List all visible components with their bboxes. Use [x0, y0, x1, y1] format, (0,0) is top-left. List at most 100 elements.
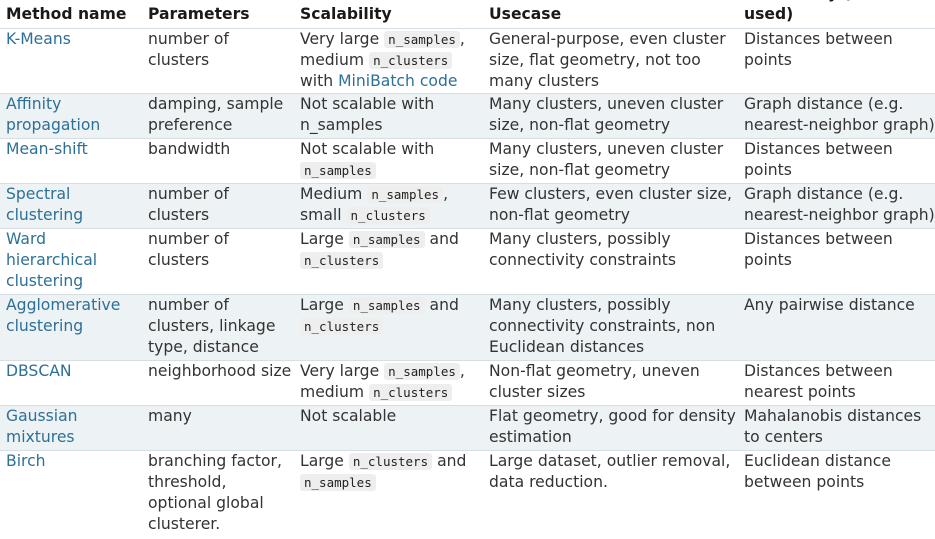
table-header-row: Method name Parameters Scalability Useca… [0, 0, 935, 28]
usecase-cell: General-purpose, even cluster size, flat… [489, 29, 726, 90]
metric-cell: Distances between points [744, 139, 893, 179]
scalability-text: Large [300, 229, 344, 248]
metric-cell: Mahalanobis distances to centers [744, 406, 922, 446]
header-parameters: Parameters [148, 5, 250, 23]
method-cell: Mean-shift [0, 138, 142, 183]
table-row: K-Means number of clusters Very large n_… [0, 28, 935, 93]
method-cell: Ward hierarchical clustering [0, 228, 142, 294]
metric-cell: Graph distance (e.g. nearest-neighbor gr… [744, 94, 935, 134]
scalability-text: Very large [300, 29, 380, 48]
table-row: Affinity propagation damping, sample pre… [0, 93, 935, 138]
scalability-cell: Large n_clusters and n_samples [294, 450, 483, 536]
code-n-clusters: n_clusters [346, 206, 430, 224]
method-cell: Affinity propagation [0, 93, 142, 138]
code-n-samples: n_samples [384, 362, 460, 380]
code-n-clusters: n_clusters [300, 251, 384, 269]
parameters-cell: number of clusters [148, 184, 229, 224]
table-row: DBSCAN neighborhood size Very large n_sa… [0, 360, 935, 405]
metric-cell: Distances between points [744, 29, 893, 69]
parameters-cell: many [148, 406, 192, 425]
method-link-affinity-propagation[interactable]: Affinity propagation [6, 94, 101, 134]
header-metric: y ( used) [738, 0, 935, 28]
method-cell: DBSCAN [0, 360, 142, 405]
minibatch-code-link[interactable]: MiniBatch code [338, 71, 458, 90]
scalability-text: Large [300, 451, 344, 470]
metric-cell: Euclidean distance between points [744, 451, 891, 491]
header-metric-label: used) [744, 5, 794, 23]
scalability-cell: Large n_samples and n_clusters [294, 228, 483, 294]
parameters-cell: number of clusters [148, 229, 229, 269]
header-scalability: Scalability [300, 5, 392, 23]
code-n-samples: n_samples [367, 185, 444, 203]
method-link-agglomerative-clustering[interactable]: Agglomerative clustering [6, 295, 121, 335]
scalability-text: , small [300, 184, 449, 224]
code-n-samples: n_samples [348, 230, 425, 248]
usecase-cell: Large dataset, outlier removal, data red… [489, 451, 731, 491]
metric-cell: Distances between nearest points [744, 361, 893, 401]
table-row: Agglomerative clustering number of clust… [0, 294, 935, 360]
method-link-gaussian-mixtures[interactable]: Gaussian mixtures [6, 406, 78, 446]
method-link-spectral-clustering[interactable]: Spectral clustering [6, 184, 84, 224]
code-n-clusters: n_clusters [369, 383, 453, 401]
method-cell: Agglomerative clustering [0, 294, 142, 360]
scalability-cell: Large n_samples and n_clusters [294, 294, 483, 360]
parameters-cell: damping, sample preference [148, 94, 284, 134]
scalability-text: and [429, 295, 459, 314]
usecase-cell: Few clusters, even cluster size, non-fla… [489, 184, 732, 224]
table-row: Gaussian mixtures many Not scalable Flat… [0, 405, 935, 450]
scalability-cell: Not scalable with n_samples [300, 94, 435, 134]
usecase-cell: Many clusters, uneven cluster size, non-… [489, 94, 724, 134]
table-row: Ward hierarchical clustering number of c… [0, 228, 935, 294]
usecase-cell: Many clusters, uneven cluster size, non-… [489, 139, 724, 179]
scalability-text: , medium [300, 361, 465, 401]
table-row: Spectral clustering number of clusters M… [0, 183, 935, 228]
usecase-cell: Flat geometry, good for density estimati… [489, 406, 736, 446]
code-n-samples: n_samples [300, 473, 376, 491]
method-cell: Spectral clustering [0, 183, 142, 228]
scalability-text: Large [300, 295, 344, 314]
header-usecase: Usecase [489, 5, 562, 23]
parameters-cell: branching factor, threshold, optional gl… [148, 451, 282, 533]
scalability-cell: Very large n_samples, medium n_clusters … [294, 28, 483, 93]
table-row: Birch branching factor, threshold, optio… [0, 450, 935, 536]
header-metric-top-fragment: y ( [828, 0, 851, 4]
scalability-text: and [437, 451, 467, 470]
parameters-cell: bandwidth [148, 139, 231, 158]
parameters-cell: neighborhood size [148, 361, 292, 380]
parameters-cell: number of clusters, linkage type, distan… [148, 295, 276, 356]
code-n-samples: n_samples [384, 30, 460, 48]
metric-cell: Any pairwise distance [744, 295, 915, 314]
usecase-cell: Many clusters, possibly connectivity con… [489, 229, 677, 269]
scalability-text: and [429, 229, 459, 248]
scalability-text: , medium [300, 29, 465, 69]
usecase-cell: Many clusters, possibly connectivity con… [489, 295, 716, 356]
method-link-dbscan[interactable]: DBSCAN [6, 361, 72, 380]
scalability-cell: Very large n_samples, medium n_clusters [294, 360, 483, 405]
code-n-samples: n_samples [300, 161, 376, 179]
scalability-cell: Not scalable [300, 406, 397, 425]
method-cell: Gaussian mixtures [0, 405, 142, 450]
code-n-clusters: n_clusters [348, 452, 433, 470]
method-cell: Birch [0, 450, 142, 536]
table-row: Mean-shift bandwidth Not scalable with n… [0, 138, 935, 183]
scalability-text: Medium [300, 184, 363, 203]
code-n-samples: n_samples [348, 296, 425, 314]
scalability-cell: Not scalable with n_samples [294, 138, 483, 183]
method-cell: K-Means [0, 28, 142, 93]
parameters-cell: number of clusters [148, 29, 229, 69]
method-link-birch[interactable]: Birch [6, 451, 46, 470]
scalability-text: with [300, 71, 334, 90]
header-method-name: Method name [6, 5, 127, 23]
usecase-cell: Non-flat geometry, uneven cluster sizes [489, 361, 700, 401]
metric-cell: Distances between points [744, 229, 893, 269]
method-link-kmeans[interactable]: K-Means [6, 29, 71, 48]
method-link-mean-shift[interactable]: Mean-shift [6, 139, 88, 158]
scalability-text: Not scalable with [300, 139, 435, 158]
metric-cell: Graph distance (e.g. nearest-neighbor gr… [744, 184, 935, 224]
scalability-text: Very large [300, 361, 380, 380]
code-n-clusters: n_clusters [369, 51, 453, 69]
code-n-clusters: n_clusters [300, 317, 384, 335]
method-link-ward-hierarchical-clustering[interactable]: Ward hierarchical clustering [6, 229, 98, 290]
